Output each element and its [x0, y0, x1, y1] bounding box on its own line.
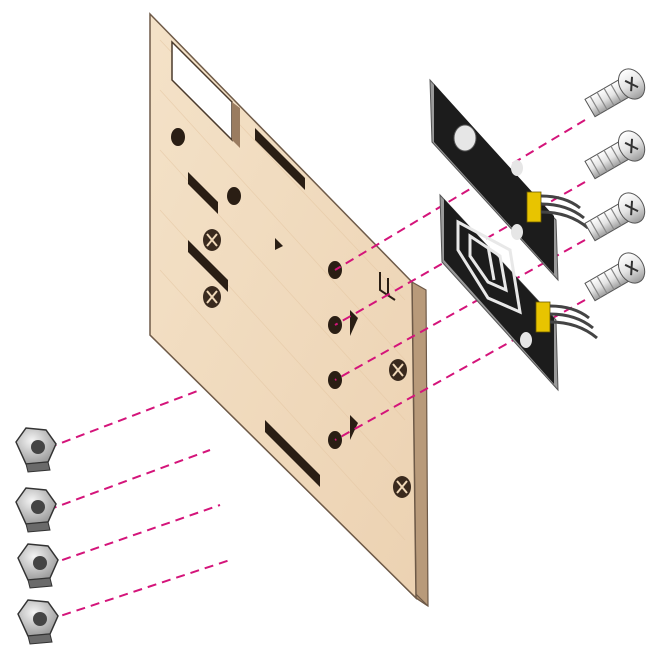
plate-window-depth	[232, 102, 240, 148]
machine-screw	[584, 130, 646, 180]
machine-screw	[584, 252, 646, 302]
sensor-board-top	[429, 78, 589, 282]
sensor-board-bottom	[439, 193, 598, 392]
plate-face	[149, 12, 417, 600]
screws	[584, 68, 646, 302]
plate-slot	[265, 420, 320, 487]
hex-nut	[15, 427, 57, 473]
plate-slot	[255, 128, 305, 190]
wooden-mounting-plate	[149, 12, 429, 608]
plate-screw-heads	[203, 229, 411, 498]
header-pins	[526, 191, 589, 230]
plate-slot	[188, 172, 218, 214]
hex-nuts	[15, 427, 59, 645]
hex-nut	[17, 543, 59, 589]
plate-hole	[227, 187, 241, 205]
sensor-pattern-icon	[456, 219, 522, 315]
machine-screw	[584, 192, 646, 242]
plate-notch	[350, 415, 358, 440]
plate-notch	[275, 238, 283, 250]
header-pins	[535, 301, 598, 340]
plate-arrow-mark	[379, 272, 396, 301]
machine-screw	[584, 68, 646, 118]
board-mount-hole	[520, 332, 532, 348]
board-mount-hole	[453, 124, 477, 152]
plate-notch	[350, 310, 358, 336]
board-mount-hole	[511, 160, 523, 176]
hex-nut	[15, 487, 57, 533]
plate-hole	[171, 128, 185, 146]
hex-nut	[17, 599, 59, 645]
board-mount-hole	[511, 224, 523, 240]
plate-slot	[188, 240, 228, 292]
